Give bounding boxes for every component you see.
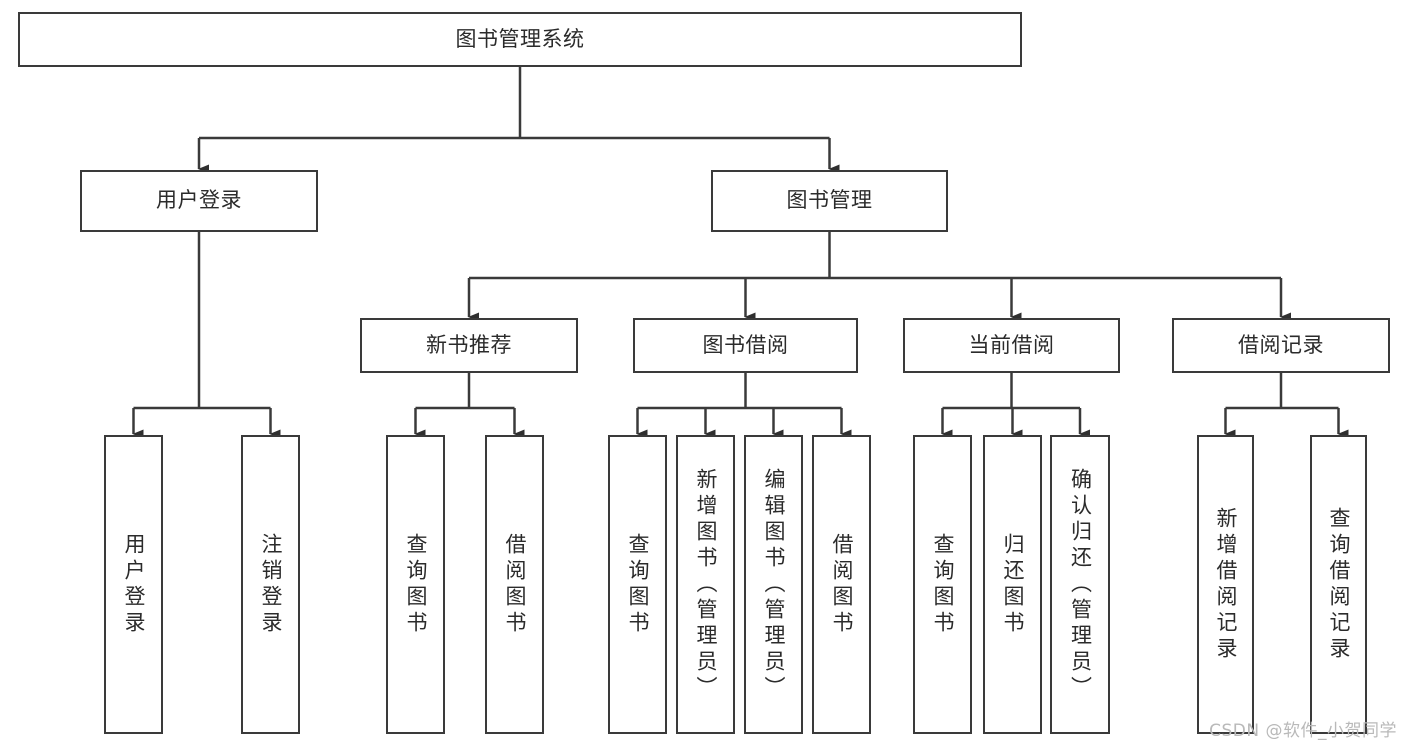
node-label: 用户登录 xyxy=(122,532,146,637)
node-leaf-borrow-add[interactable]: 新增图书（管理员） xyxy=(676,435,735,734)
connector-group xyxy=(132,67,1349,439)
node-label: 图书管理 xyxy=(786,188,873,213)
node-label: 图书管理系统 xyxy=(455,26,585,51)
node-record[interactable]: 借阅记录 xyxy=(1172,318,1390,373)
node-label: 查询图书 xyxy=(931,532,955,637)
node-root[interactable]: 图书管理系统 xyxy=(18,12,1022,67)
node-leaf-record-add[interactable]: 新增借阅记录 xyxy=(1197,435,1254,734)
node-leaf-newbook-query[interactable]: 查询图书 xyxy=(386,435,445,734)
node-leaf-borrow-query[interactable]: 查询图书 xyxy=(608,435,667,734)
node-label: 借阅记录 xyxy=(1238,332,1324,357)
node-leaf-newbook-borrow[interactable]: 借阅图书 xyxy=(485,435,544,734)
node-label: 查询借阅记录 xyxy=(1327,506,1351,663)
node-label: 注销登录 xyxy=(259,532,283,637)
node-leaf-record-query[interactable]: 查询借阅记录 xyxy=(1310,435,1367,734)
node-label: 用户登录 xyxy=(156,188,242,213)
node-label: 借阅图书 xyxy=(503,532,527,637)
node-leaf-user-login[interactable]: 用户登录 xyxy=(104,435,163,734)
node-leaf-borrow-edit[interactable]: 编辑图书（管理员） xyxy=(744,435,803,734)
node-label: 编辑图书（管理员） xyxy=(762,467,786,702)
node-label: 确认归还（管理员） xyxy=(1068,467,1093,702)
node-label: 借阅图书 xyxy=(830,532,854,637)
node-leaf-current-query[interactable]: 查询图书 xyxy=(913,435,972,734)
node-label: 图书借阅 xyxy=(702,332,789,357)
node-leaf-borrow-lend[interactable]: 借阅图书 xyxy=(812,435,871,734)
node-bookmgmt[interactable]: 图书管理 xyxy=(711,170,948,232)
node-label: 新增图书（管理员） xyxy=(694,467,718,702)
node-label: 归还图书 xyxy=(1001,532,1025,637)
node-borrow[interactable]: 图书借阅 xyxy=(633,318,858,373)
node-label: 新书推荐 xyxy=(426,332,512,357)
node-label: 查询图书 xyxy=(626,532,650,637)
node-leaf-user-logout[interactable]: 注销登录 xyxy=(241,435,300,734)
node-newbook[interactable]: 新书推荐 xyxy=(360,318,578,373)
node-label: 当前借阅 xyxy=(968,332,1055,357)
node-current[interactable]: 当前借阅 xyxy=(903,318,1120,373)
node-label: 新增借阅记录 xyxy=(1214,506,1238,663)
node-leaf-current-confirm[interactable]: 确认归还（管理员） xyxy=(1050,435,1110,734)
node-leaf-current-return[interactable]: 归还图书 xyxy=(983,435,1042,734)
node-login[interactable]: 用户登录 xyxy=(80,170,318,232)
node-label: 查询图书 xyxy=(404,532,428,637)
